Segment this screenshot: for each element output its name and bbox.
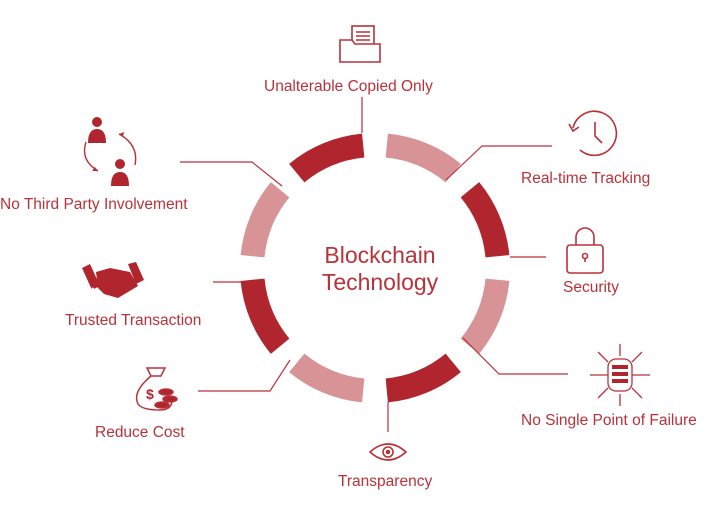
clock-history-icon bbox=[568, 110, 618, 157]
ring-segment bbox=[460, 278, 510, 354]
eye-icon bbox=[368, 443, 408, 461]
ring-segment bbox=[240, 278, 290, 354]
connector-top-right bbox=[445, 145, 552, 181]
ring-segment bbox=[460, 182, 510, 258]
feature-label-no-single-point: No Single Point of Failure bbox=[521, 412, 697, 429]
feature-label-reduce-cost: Reduce Cost bbox=[95, 424, 185, 441]
feature-label-trusted-transaction: Trusted Transaction bbox=[65, 312, 202, 329]
feature-label-no-third-party: No Third Party Involvement bbox=[0, 196, 188, 213]
folder-documents-icon bbox=[339, 25, 381, 63]
ring-segment bbox=[385, 133, 461, 183]
center-title-line1: Blockchain bbox=[324, 242, 436, 268]
connectors bbox=[180, 97, 568, 432]
center-title-line2: Technology bbox=[321, 269, 439, 295]
ring-segment bbox=[289, 353, 365, 403]
center-title: Blockchain Technology bbox=[280, 242, 480, 296]
distributed-database-icon bbox=[590, 344, 650, 406]
connector-bottom-left bbox=[198, 359, 291, 392]
connector-top-left bbox=[180, 161, 283, 187]
feature-label-transparency: Transparency bbox=[338, 473, 433, 490]
svg-text:$: $ bbox=[146, 386, 154, 402]
ring-segment bbox=[240, 182, 290, 258]
feature-label-unalterable: Unalterable Copied Only bbox=[264, 78, 433, 95]
handshake-icon bbox=[82, 262, 144, 303]
ring bbox=[240, 133, 510, 403]
feature-label-security: Security bbox=[563, 279, 619, 296]
ring-segment bbox=[385, 353, 461, 403]
connector-bottom-right bbox=[462, 337, 568, 375]
peer-exchange-icon bbox=[83, 117, 137, 186]
feature-label-realtime-tracking: Real-time Tracking bbox=[521, 170, 651, 187]
padlock-icon bbox=[566, 227, 604, 274]
ring-segment bbox=[289, 133, 365, 183]
money-bag-icon: $ bbox=[135, 367, 178, 411]
